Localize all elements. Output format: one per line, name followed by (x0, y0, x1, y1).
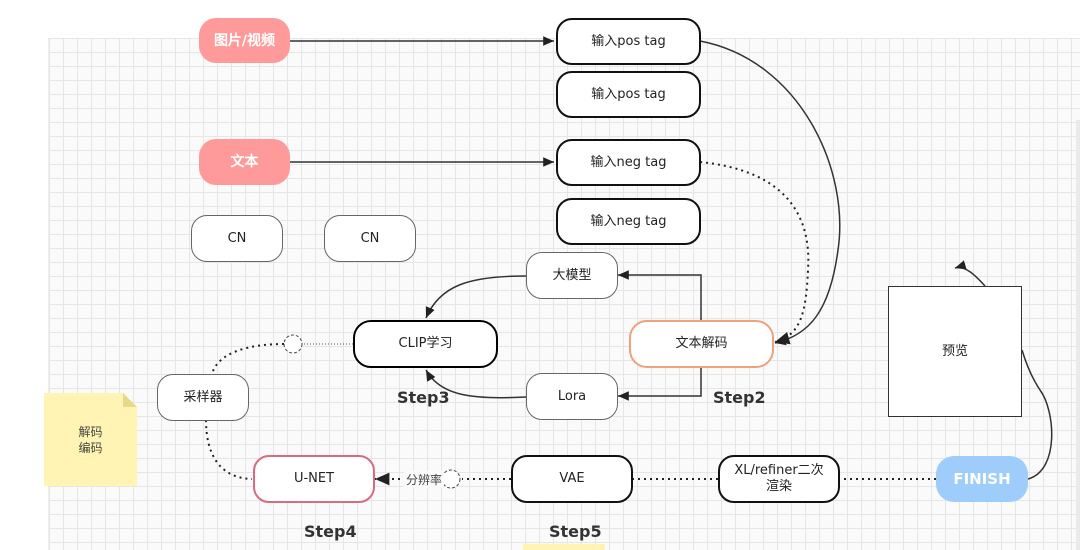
unet-node[interactable]: U-NET (253, 455, 375, 503)
lora-label: Lora (557, 388, 587, 404)
step2-label: Step2 (713, 388, 766, 407)
cn-node-2[interactable]: CN (324, 215, 416, 262)
neg-tag-node-2[interactable]: 输入neg tag (556, 198, 701, 245)
sticky-note[interactable]: 解码 编码 (44, 393, 137, 486)
preview-node[interactable]: 预览 (888, 286, 1022, 417)
sampler-label: 采样器 (183, 389, 223, 405)
step3-label: Step3 (397, 388, 450, 407)
sampler-node[interactable]: 采样器 (157, 374, 249, 421)
image-video-node[interactable]: 图片/视频 (199, 18, 290, 63)
right-edge-panel (1076, 120, 1080, 550)
finish-node[interactable]: FINISH (936, 456, 1028, 502)
clip-label: CLIP学习 (398, 336, 453, 351)
big-model-label: 大模型 (552, 267, 592, 283)
text-node[interactable]: 文本 (199, 139, 290, 185)
pos-tag-node-1[interactable]: 输入pos tag (556, 18, 701, 65)
cn-label-2: CN (360, 230, 380, 246)
neg-tag-node-1[interactable]: 输入neg tag (556, 139, 701, 186)
pos-tag-label-2: 输入pos tag (591, 86, 666, 102)
sticky-note-bottom[interactable] (523, 544, 605, 550)
cn-label-1: CN (227, 230, 247, 246)
vae-node[interactable]: VAE (511, 455, 633, 503)
lora-node[interactable]: Lora (526, 373, 618, 420)
resolution-label: 分辨率 (404, 471, 445, 488)
cn-node-1[interactable]: CN (191, 215, 283, 262)
step4-label: Step4 (304, 522, 357, 541)
text-label: 文本 (230, 154, 259, 170)
xl-refiner-node[interactable]: XL/refiner二次渲染 (718, 455, 840, 503)
clip-node[interactable]: CLIP学习 (353, 320, 498, 368)
neg-tag-label-1: 输入neg tag (590, 154, 667, 170)
sticky-note-line-2: 编码 (78, 440, 103, 455)
preview-label: 预览 (941, 343, 968, 359)
big-model-node[interactable]: 大模型 (526, 252, 618, 299)
text-decode-node[interactable]: 文本解码 (629, 320, 774, 368)
neg-tag-label-2: 输入neg tag (590, 213, 667, 229)
pos-tag-label-1: 输入pos tag (591, 33, 666, 49)
vae-label: VAE (559, 471, 585, 486)
step5-label: Step5 (549, 522, 602, 541)
unet-label: U-NET (293, 471, 335, 486)
pos-tag-node-2[interactable]: 输入pos tag (556, 71, 701, 118)
text-decode-label: 文本解码 (675, 336, 728, 351)
finish-label: FINISH (953, 470, 1011, 488)
xl-refiner-label: XL/refiner二次渲染 (734, 463, 824, 494)
image-video-label: 图片/视频 (213, 32, 276, 49)
sticky-note-line-1: 解码 (78, 424, 103, 439)
